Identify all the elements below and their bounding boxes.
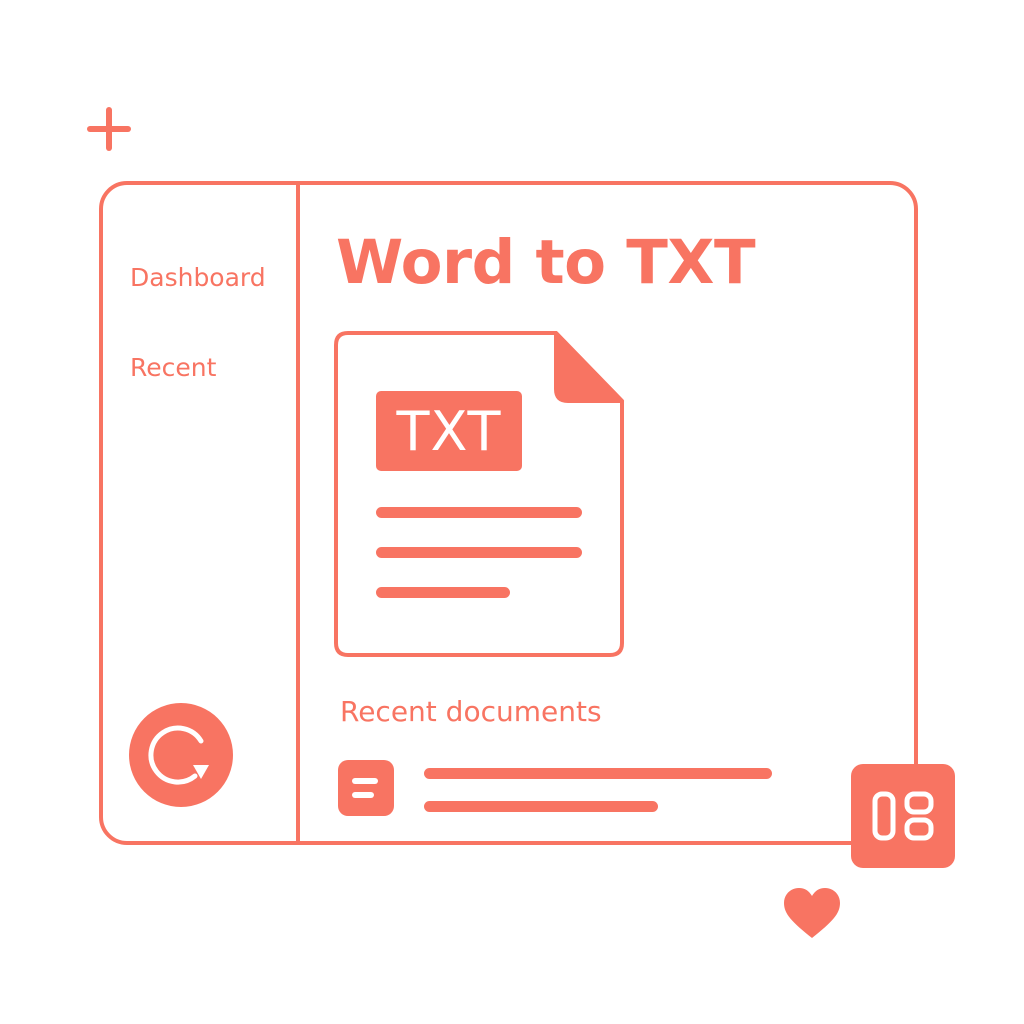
- refresh-icon: [148, 725, 209, 785]
- main-content: Word to TXT TXT Recent documents: [300, 185, 914, 841]
- sidebar: Dashboard Recent: [103, 185, 300, 841]
- app-window: Dashboard Recent Word to TXT: [99, 181, 918, 845]
- document-meta-placeholder: [424, 801, 658, 812]
- refresh-button[interactable]: [129, 703, 233, 807]
- layout-grid-icon: [872, 791, 934, 841]
- sidebar-item-recent[interactable]: Recent: [130, 353, 217, 382]
- heart-icon[interactable]: [782, 886, 842, 942]
- txt-document-illustration: TXT: [334, 331, 626, 661]
- txt-file-icon: [334, 331, 624, 657]
- page-title: Word to TXT: [336, 227, 756, 298]
- sidebar-item-dashboard[interactable]: Dashboard: [130, 263, 266, 292]
- document-title-placeholder: [424, 768, 772, 779]
- recent-document-item[interactable]: [336, 758, 776, 818]
- file-type-badge: TXT: [396, 399, 502, 463]
- document-icon: [338, 760, 394, 816]
- plus-icon[interactable]: [86, 106, 132, 152]
- layout-button[interactable]: [851, 764, 955, 868]
- recent-documents-heading: Recent documents: [340, 695, 602, 728]
